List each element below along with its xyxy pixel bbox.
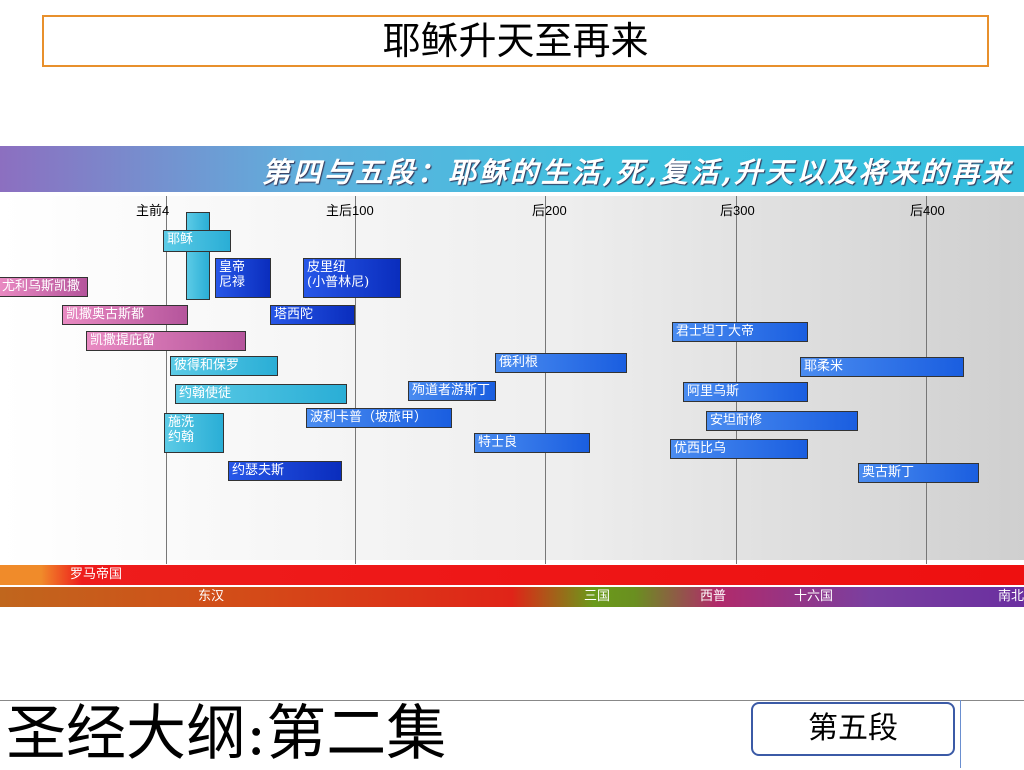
band-label: 罗马帝国 bbox=[70, 567, 123, 582]
figure-augustine: 奥古斯丁 bbox=[858, 463, 979, 483]
figure-augustus: 凯撒奥古斯都 bbox=[62, 305, 188, 325]
figure-pliny: 皮里纽 (小普林尼) bbox=[303, 258, 401, 298]
figure-josephus: 约瑟夫斯 bbox=[228, 461, 342, 481]
figure-tacitus: 塔西陀 bbox=[270, 305, 355, 325]
figure-polycarp: 波利卡普（坡旅甲） bbox=[306, 408, 452, 428]
figure-justin: 殉道者游斯丁 bbox=[408, 381, 496, 401]
figure-athanasius: 安坦耐修 bbox=[706, 411, 858, 431]
figure-origen: 俄利根 bbox=[495, 353, 627, 373]
band-label: 三国 bbox=[584, 589, 611, 604]
tick-label: 后200 bbox=[532, 203, 567, 218]
figure-john: 约翰使徒 bbox=[175, 384, 347, 404]
figure-julius-caesar: 尤利乌斯凯撒 bbox=[0, 277, 88, 297]
figure-tiberius: 凯撒提庇留 bbox=[86, 331, 246, 351]
band-label: 东汉 bbox=[198, 589, 225, 604]
banner-text: 第四与五段：耶稣的生活,死,复活,升天以及将来的再来 bbox=[262, 156, 1014, 189]
chart-background bbox=[0, 196, 1024, 560]
section-badge: 第五段 bbox=[751, 702, 955, 756]
band-roman-empire: 罗马帝国 bbox=[0, 565, 1024, 585]
band-label: 西普 bbox=[700, 589, 727, 604]
gridline-300 bbox=[736, 196, 737, 564]
figure-tertullian: 特士良 bbox=[474, 433, 590, 453]
timeline-chart: 第四与五段：耶稣的生活,死,复活,升天以及将来的再来 主前4 主后100 后20… bbox=[0, 146, 1024, 610]
figure-jesus: 耶稣 bbox=[163, 230, 231, 252]
figure-jerome: 耶柔米 bbox=[800, 357, 964, 377]
gridline-400 bbox=[926, 196, 927, 564]
gridline-200 bbox=[545, 196, 546, 564]
gridline-4bc bbox=[166, 196, 167, 564]
gridline-100 bbox=[355, 196, 356, 564]
figure-constantine: 君士坦丁大帝 bbox=[672, 322, 808, 342]
tick-label: 主后100 bbox=[326, 203, 374, 218]
band-label: 南北 bbox=[998, 589, 1024, 604]
figure-arius: 阿里乌斯 bbox=[683, 382, 808, 402]
figure-nero: 皇帝 尼禄 bbox=[215, 258, 271, 298]
footer-right-box bbox=[960, 700, 1024, 768]
tick-label: 主前4 bbox=[136, 203, 170, 218]
figure-eusebius: 优西比乌 bbox=[670, 439, 808, 459]
footer-bar bbox=[0, 700, 1024, 769]
tick-label: 后400 bbox=[910, 203, 945, 218]
cross-vertical bbox=[186, 212, 210, 300]
footer-title: 圣经大纲:第二集 bbox=[6, 699, 447, 769]
figure-john-baptist: 施洗 约翰 bbox=[164, 413, 224, 453]
figure-peter-paul: 彼得和保罗 bbox=[170, 356, 278, 376]
band-chinese-dynasties: 东汉 三国 西普 十六国 南北 bbox=[0, 587, 1024, 607]
tick-label: 后300 bbox=[720, 203, 755, 218]
band-label: 十六国 bbox=[794, 589, 834, 604]
page-title: 耶稣升天至再来 bbox=[42, 15, 989, 67]
chart-banner: 第四与五段：耶稣的生活,死,复活,升天以及将来的再来 bbox=[0, 146, 1024, 192]
